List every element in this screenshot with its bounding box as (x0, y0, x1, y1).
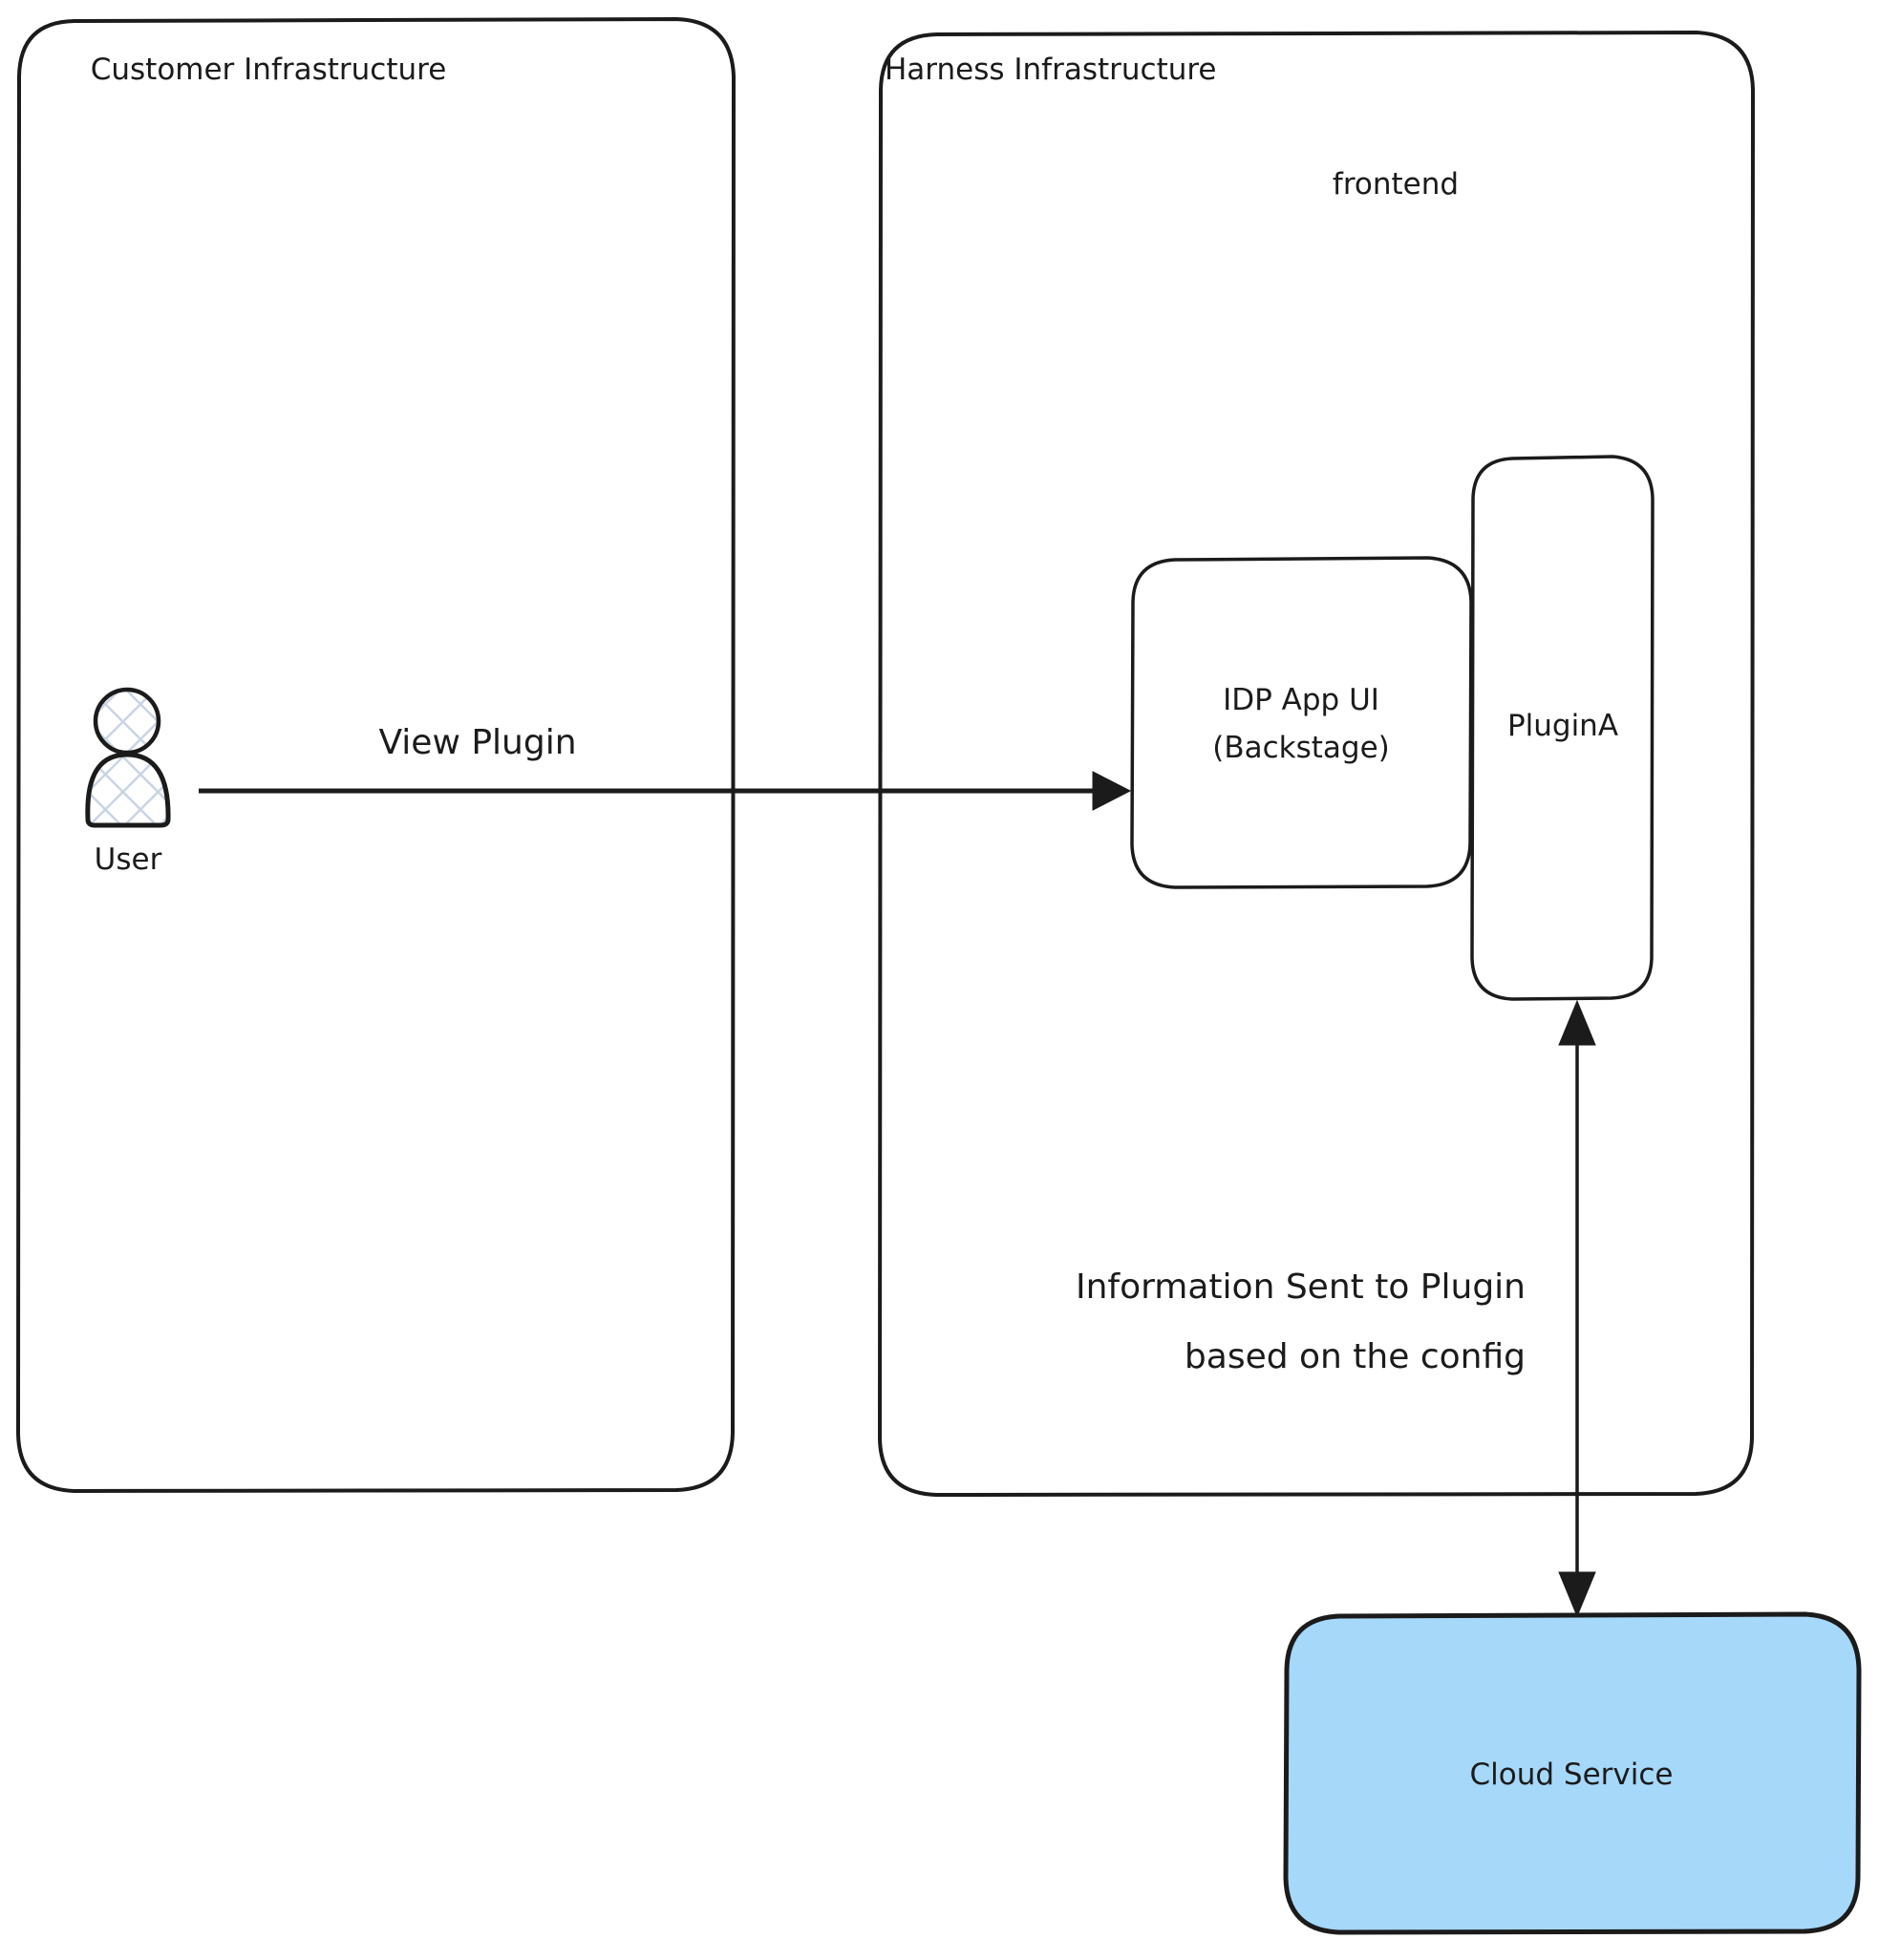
plugin-config-arrow-head-down (1558, 1571, 1596, 1618)
edge-plugin-config[interactable]: Information Sent to Plugin based on the … (1076, 999, 1596, 1618)
edge-view-plugin[interactable]: View Plugin (199, 723, 1132, 811)
view-plugin-arrow-head (1092, 771, 1132, 811)
customer-infrastructure-title: Customer Infrastructure (91, 53, 447, 87)
plugin-a-border (1470, 455, 1655, 1001)
customer-infrastructure-border (16, 17, 736, 1493)
harness-infrastructure-title: Harness Infrastructure (885, 53, 1217, 87)
node-plugin-a[interactable]: PluginA (1470, 455, 1655, 1001)
plugin-config-label-line2: based on the config (1185, 1337, 1526, 1376)
cloud-service-label: Cloud Service (1470, 1758, 1674, 1792)
view-plugin-label: View Plugin (378, 723, 576, 762)
node-user[interactable]: User (85, 687, 171, 877)
container-harness-infrastructure[interactable]: Harness Infrastructure frontend (878, 31, 1755, 1497)
cloud-service-border (1283, 1611, 1862, 1935)
plugin-config-arrow-head-up (1558, 999, 1596, 1046)
node-idp-app-ui[interactable]: IDP App UI (Backstage) (1130, 556, 1473, 889)
harness-infrastructure-border (878, 31, 1755, 1497)
idp-app-ui-border (1130, 556, 1473, 889)
user-label: User (95, 842, 162, 877)
user-icon-body (85, 752, 171, 828)
user-icon-head (93, 687, 161, 756)
idp-app-ui-label-line2: (Backstage) (1212, 731, 1390, 765)
node-cloud-service[interactable]: Cloud Service (1283, 1611, 1862, 1935)
group-title-frontend: frontend (1333, 167, 1459, 202)
idp-app-ui-label-line1: IDP App UI (1223, 683, 1379, 717)
plugin-config-label-line1: Information Sent to Plugin (1076, 1268, 1526, 1307)
container-customer-infrastructure[interactable]: Customer Infrastructure (16, 17, 736, 1493)
plugin-a-label: PluginA (1507, 709, 1618, 743)
